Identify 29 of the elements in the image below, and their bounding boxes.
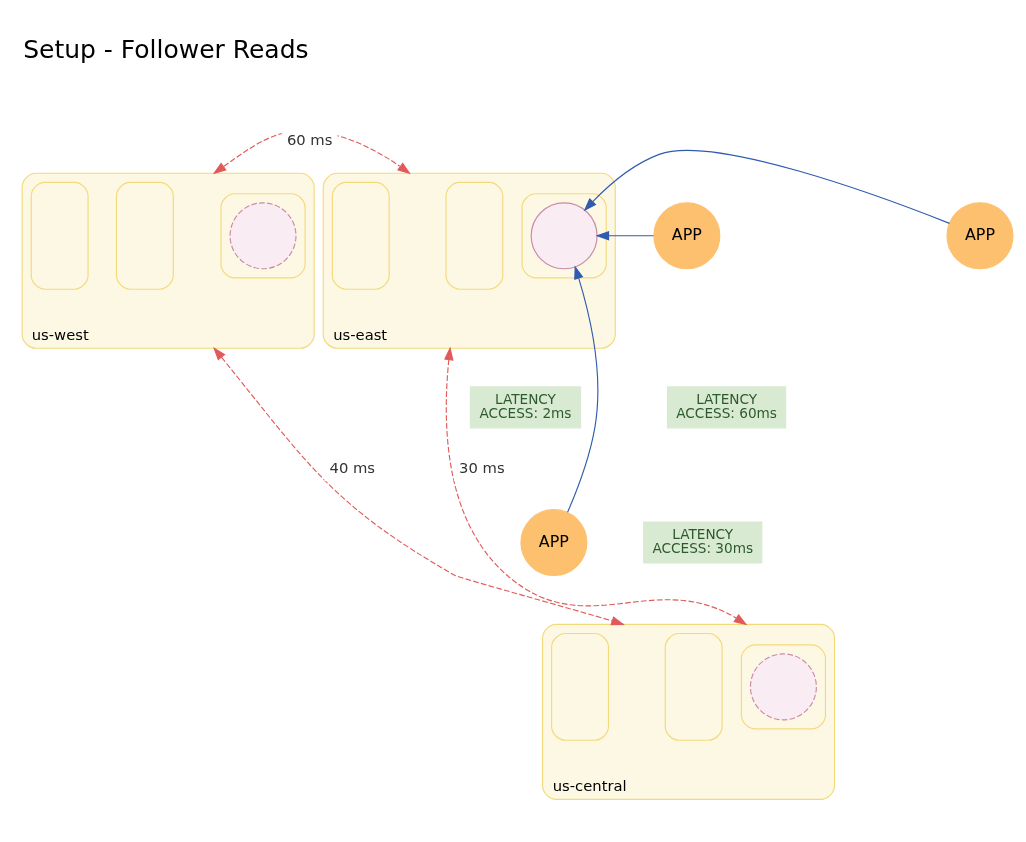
node-box (551, 632, 609, 741)
edge-label: 60 ms (286, 131, 333, 149)
edge-label: 40 ms (329, 458, 376, 476)
node-box (115, 181, 174, 290)
diagram-title: Setup - Follower Reads (23, 35, 309, 65)
arrow (595, 231, 655, 241)
cluster: us-central (541, 623, 836, 800)
node-circle: APP (653, 202, 721, 270)
node-circle (229, 202, 297, 270)
cluster: us-west (21, 172, 315, 349)
cluster (220, 193, 306, 279)
arrow (444, 346, 748, 626)
node-box (664, 632, 723, 741)
node-box: LATENCY ACCESS: 30ms (643, 521, 763, 564)
node-box: LATENCY ACCESS: 60ms (666, 386, 787, 429)
node-circle (530, 202, 598, 270)
node-circle (749, 653, 817, 721)
node-box (331, 181, 390, 290)
arrow (567, 265, 599, 513)
node-box (30, 181, 89, 290)
cluster (740, 644, 827, 730)
node-circle: APP (520, 509, 588, 577)
arrow (213, 346, 625, 626)
cluster: us-east (322, 172, 616, 349)
arrow (583, 150, 950, 224)
node-circle: APP (946, 202, 1014, 270)
edge-label: 30 ms (459, 458, 505, 476)
node-box: LATENCY ACCESS: 2ms (469, 386, 582, 429)
node-box (445, 181, 504, 290)
